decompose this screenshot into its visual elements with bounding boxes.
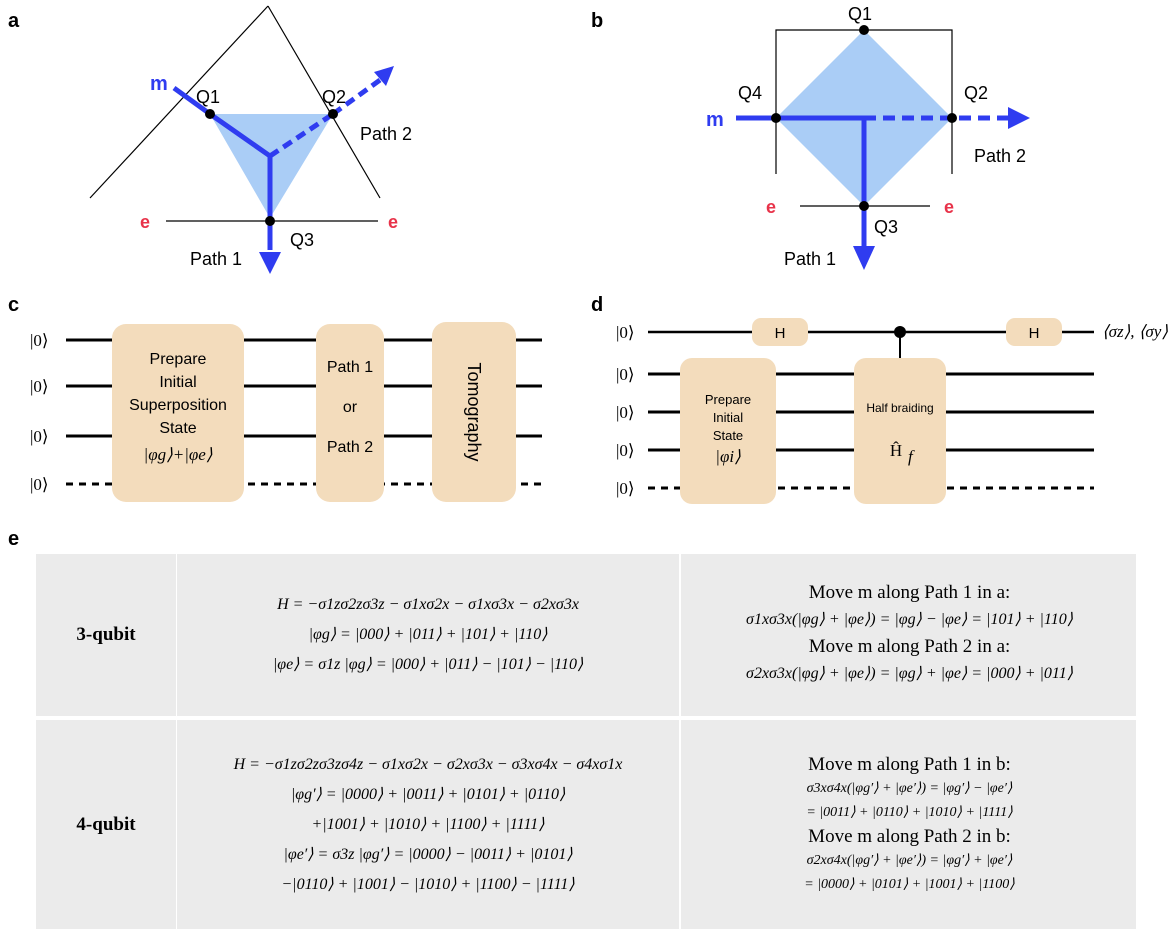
q3-label: Q3 bbox=[874, 217, 898, 237]
hf-operator: Ĥ bbox=[890, 441, 902, 460]
hadamard-gate-1 bbox=[752, 318, 808, 346]
panel-label-e: e bbox=[8, 528, 20, 550]
equation-line: |φg⟩ = |000⟩ + |011⟩ + |101⟩ + |110⟩ bbox=[308, 626, 548, 643]
q1-label: Q1 bbox=[196, 87, 220, 107]
equation-line: −|0110⟩ + |1001⟩ − |1010⟩ + |1100⟩ − |11… bbox=[281, 875, 575, 893]
equation-line: +|1001⟩ + |1010⟩ + |1100⟩ + |1111⟩ bbox=[311, 815, 545, 833]
tomography-label: Tomography bbox=[464, 362, 484, 461]
equation-line: H = −σ1zσ2zσ3zσ4z − σ1xσ2x − σ2xσ3x − σ3… bbox=[233, 755, 623, 773]
prepare-box bbox=[680, 358, 776, 504]
hamiltonian-cell-4-qubit: H = −σ1zσ2zσ3zσ4z − σ1xσ2x − σ2xσ3x − σ3… bbox=[176, 720, 679, 929]
prepare-line-3: Superposition bbox=[129, 397, 227, 414]
m-label: m bbox=[150, 73, 168, 95]
path-box-line-3: Path 2 bbox=[327, 439, 373, 456]
path-heading: Move m along Path 1 in b: bbox=[808, 753, 1011, 775]
path-heading: Move m along Path 1 in a: bbox=[808, 582, 1011, 603]
panel-label-b: b bbox=[591, 10, 604, 32]
ket0-q1: |0⟩ bbox=[616, 323, 635, 342]
path2-label: Path 2 bbox=[974, 146, 1026, 166]
ket0-q2: |0⟩ bbox=[616, 365, 635, 384]
e-right-label: e bbox=[388, 212, 398, 232]
hamiltonian-cell-3-qubit: H = −σ1zσ2zσ3z − σ1xσ2x − σ1xσ3x − σ2xσ3… bbox=[176, 554, 679, 716]
path1-label: Path 1 bbox=[784, 249, 836, 269]
equation-line: |φe⟩ = σ1z |φg⟩ = |000⟩ + |011⟩ − |101⟩ … bbox=[272, 656, 584, 673]
qubit-q1-dot bbox=[859, 25, 869, 35]
equation-line: = |0011⟩ + |0110⟩ + |1010⟩ + |1111⟩ bbox=[806, 804, 1013, 820]
circuit-c: |0⟩ |0⟩ |0⟩ |0⟩ Prepare Initial Superpos… bbox=[30, 322, 542, 502]
equation-line: σ2xσ4x(|φg′⟩ + |φe′⟩) = |φg′⟩ + |φe′⟩ bbox=[806, 852, 1013, 868]
ket0-q4: |0⟩ bbox=[30, 475, 49, 494]
e-left-label: e bbox=[140, 212, 150, 232]
prepare-line-3: State bbox=[713, 428, 743, 443]
path-1 bbox=[172, 85, 281, 274]
row-label-3-qubit: 3-qubit bbox=[76, 624, 136, 645]
control-dot bbox=[894, 326, 906, 338]
equation-line: H = −σ1zσ2zσ3z − σ1xσ2x − σ1xσ3x − σ2xσ3… bbox=[277, 596, 579, 613]
equation-line: |φe′⟩ = σ3z |φg′⟩ = |0000⟩ − |0011⟩ + |0… bbox=[283, 845, 573, 863]
path-heading: Move m along Path 2 in a: bbox=[808, 636, 1011, 657]
prepare-state: |φg⟩+|φe⟩ bbox=[144, 445, 213, 464]
q2-label: Q2 bbox=[964, 83, 988, 103]
path-cell-4-qubit: Move m along Path 1 in b: σ3xσ4x(|φg′⟩ +… bbox=[679, 720, 1138, 929]
hf-subscript: f bbox=[908, 447, 915, 466]
diagram-a: Q1 Q2 Q3 m e e Path 1 Path 2 bbox=[89, 5, 412, 274]
qubit-q3-dot bbox=[859, 201, 869, 211]
path-box-line-2: or bbox=[343, 399, 358, 416]
qubit-q3-dot bbox=[265, 216, 275, 226]
prepare-line-4: State bbox=[159, 420, 196, 437]
equation-line: = |0000⟩ + |0101⟩ + |1001⟩ + |1100⟩ bbox=[804, 876, 1015, 892]
prepare-line-1: Prepare bbox=[705, 392, 751, 407]
prepare-line-2: Initial bbox=[159, 374, 196, 391]
ket0-q4: |0⟩ bbox=[616, 441, 635, 460]
equation-line: |φg′⟩ = |0000⟩ + |0011⟩ + |0101⟩ + |0110… bbox=[290, 785, 566, 803]
path-heading: Move m along Path 2 in b: bbox=[808, 825, 1011, 847]
table-row-4-qubit: 4-qubit H = −σ1zσ2zσ3zσ4z − σ1xσ2x − σ2x… bbox=[36, 720, 1136, 929]
e-right-label: e bbox=[944, 197, 954, 217]
q2-label: Q2 bbox=[322, 87, 346, 107]
circuit-d: |0⟩ |0⟩ |0⟩ |0⟩ |0⟩ H H Prepare Initial … bbox=[616, 318, 1168, 504]
path-box bbox=[316, 324, 384, 502]
m-label: m bbox=[706, 109, 724, 131]
ket0-q3: |0⟩ bbox=[616, 403, 635, 422]
path-2 bbox=[268, 66, 394, 159]
path2-label: Path 2 bbox=[360, 124, 412, 144]
results-table: 3-qubit H = −σ1zσ2zσ3z − σ1xσ2x − σ1xσ3x… bbox=[36, 554, 1136, 931]
path1-label: Path 1 bbox=[190, 249, 242, 269]
prepare-line-2: Initial bbox=[713, 410, 743, 425]
diagram-b: Q1 Q2 Q3 Q4 m e e Path 1 Path 2 bbox=[706, 4, 1030, 270]
path-cell-3-qubit: Move m along Path 1 in a: σ1xσ3x(|φg⟩ + … bbox=[679, 554, 1138, 716]
equation-line: σ1xσ3x(|φg⟩ + |φe⟩) = |φg⟩ − |φe⟩ = |101… bbox=[746, 611, 1073, 628]
ket0-q5: |0⟩ bbox=[616, 479, 635, 498]
row-label-4-qubit: 4-qubit bbox=[76, 813, 136, 835]
qubit-q4-dot bbox=[771, 113, 781, 123]
prepare-line-1: Prepare bbox=[150, 351, 207, 368]
path-2 bbox=[864, 107, 1030, 129]
panel-label-c: c bbox=[8, 294, 20, 316]
hadamard-label-1: H bbox=[775, 325, 786, 342]
prepare-state: |φi⟩ bbox=[715, 447, 741, 466]
q1-label: Q1 bbox=[848, 4, 872, 24]
qubit-q1-dot bbox=[205, 109, 215, 119]
hadamard-gate-2 bbox=[1006, 318, 1062, 346]
panel-label-d: d bbox=[591, 294, 604, 316]
half-braiding-label: Half braiding bbox=[866, 401, 933, 415]
ket0-q1: |0⟩ bbox=[30, 331, 49, 350]
hadamard-label-2: H bbox=[1029, 325, 1040, 342]
ket0-q3: |0⟩ bbox=[30, 427, 49, 446]
equation-line: σ2xσ3x(|φg⟩ + |φe⟩) = |φg⟩ + |φe⟩ = |000… bbox=[746, 665, 1073, 682]
e-left-label: e bbox=[766, 197, 776, 217]
ket0-q2: |0⟩ bbox=[30, 377, 49, 396]
qubit-q2-dot bbox=[947, 113, 957, 123]
tomography-box bbox=[432, 322, 516, 502]
q3-label: Q3 bbox=[290, 230, 314, 250]
table-row-3-qubit: 3-qubit H = −σ1zσ2zσ3z − σ1xσ2x − σ1xσ3x… bbox=[36, 554, 1136, 716]
measurement-label: ⟨σz⟩, ⟨σy⟩ bbox=[1102, 322, 1168, 341]
half-braiding-box bbox=[854, 358, 946, 504]
equation-line: σ3xσ4x(|φg′⟩ + |φe′⟩) = |φg′⟩ − |φe′⟩ bbox=[806, 780, 1013, 796]
q4-label: Q4 bbox=[738, 83, 762, 103]
path-box-line-1: Path 1 bbox=[327, 359, 373, 376]
panel-label-a: a bbox=[8, 10, 20, 32]
qubit-q2-dot bbox=[328, 109, 338, 119]
prepare-box bbox=[112, 324, 244, 502]
